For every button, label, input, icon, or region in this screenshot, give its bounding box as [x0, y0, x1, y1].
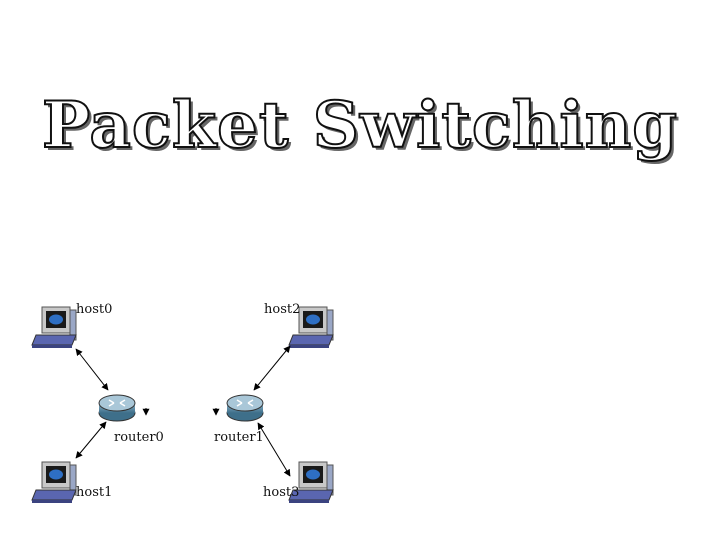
router1-label: router1	[214, 430, 264, 445]
host1-computer-icon	[31, 461, 77, 504]
router1-icon	[226, 394, 264, 422]
host3-label: host3	[263, 485, 299, 500]
host0-computer-icon	[31, 306, 77, 349]
link-host2-router1	[253, 345, 291, 391]
router0-label: router0	[114, 430, 164, 445]
link-host1-router0	[75, 421, 107, 459]
host0-label: host0	[76, 302, 112, 317]
host2-label: host2	[264, 302, 300, 317]
slide-title: Packet Switching	[41, 87, 679, 164]
host1-label: host1	[76, 485, 112, 500]
link-host0-router0	[75, 348, 109, 391]
router0-icon	[98, 394, 136, 422]
link-host3-router1	[257, 422, 291, 477]
